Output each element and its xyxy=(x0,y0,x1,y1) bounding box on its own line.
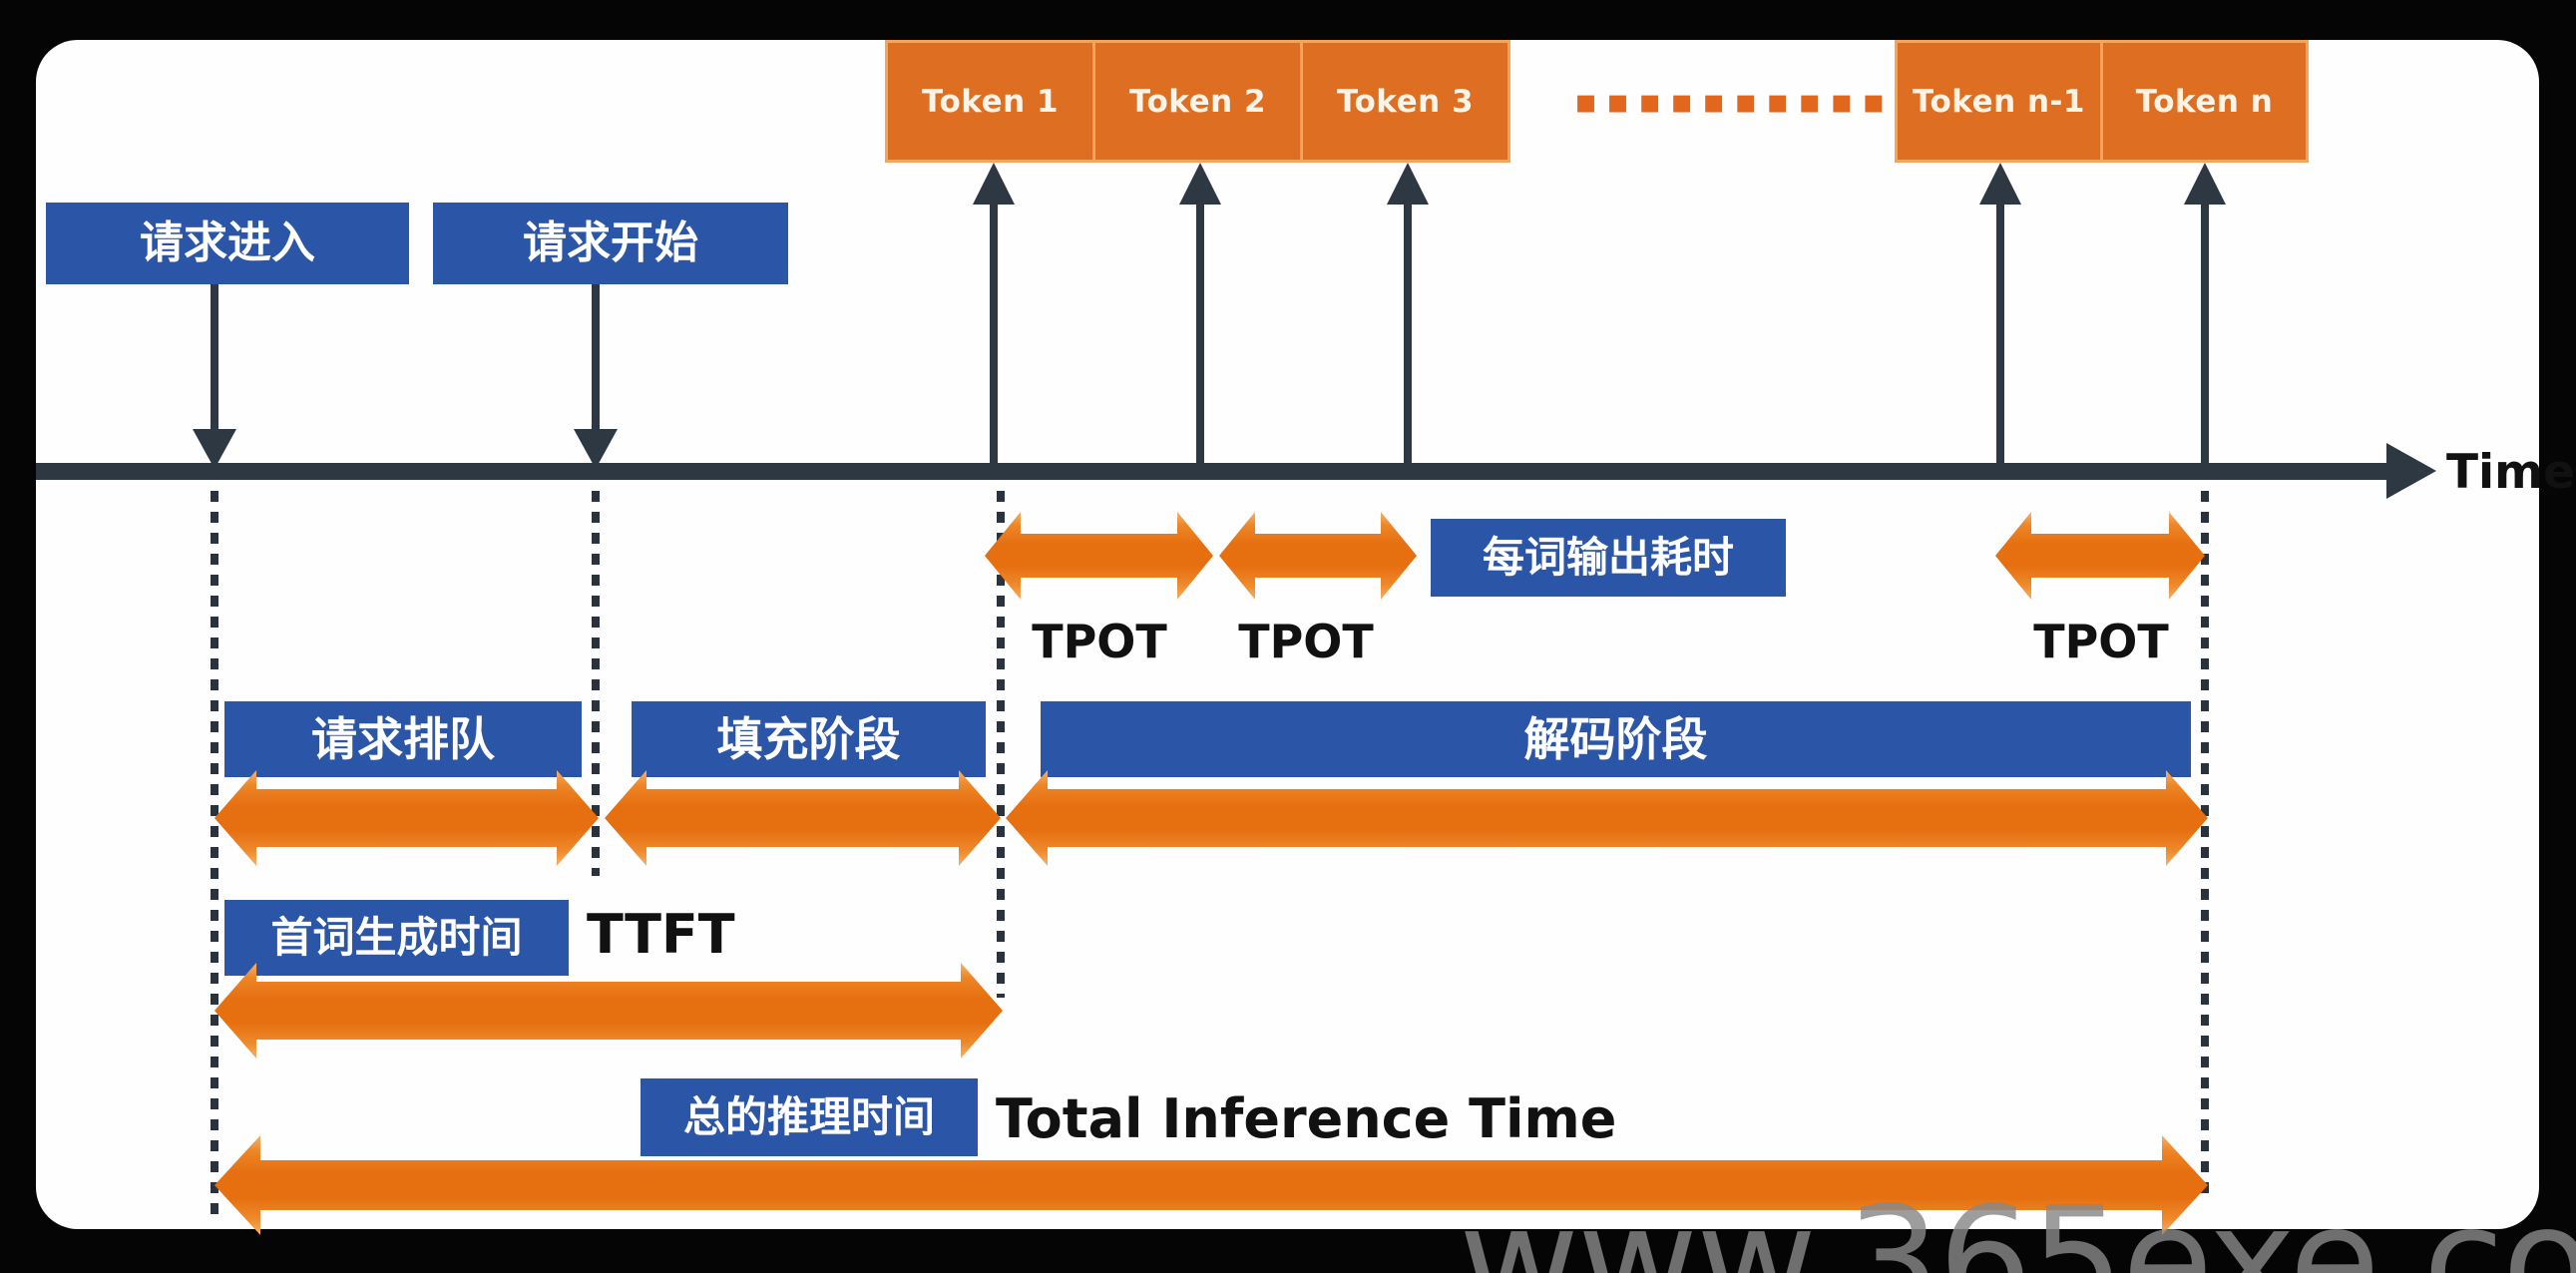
event-arrow-line xyxy=(592,284,600,432)
tpot-label: TPOT xyxy=(1032,615,1167,668)
total-en-label: Total Inference Time xyxy=(996,1087,1617,1150)
timeline-axis xyxy=(36,463,2388,480)
token-box: Token 3 xyxy=(1303,43,1507,160)
guide-dotted-line-last-token xyxy=(2201,491,2209,1199)
guide-dotted-line-first-token xyxy=(997,491,1005,998)
up-arrow-icon xyxy=(2184,163,2226,205)
token-ellipsis-dots: ▪▪▪▪▪▪▪▪▪▪ xyxy=(1574,82,1895,122)
ttft-label-box: 首词生成时间 xyxy=(224,900,569,976)
phase-bar-prefill: 填充阶段 xyxy=(632,701,986,777)
token-arrow-line xyxy=(1404,202,1412,463)
event-box-request-enter: 请求进入 xyxy=(46,203,409,284)
token-group-2: Token n-1 Token n xyxy=(1895,40,2309,163)
phase-bar-queue: 请求排队 xyxy=(224,701,582,777)
up-arrow-icon xyxy=(1387,163,1429,205)
guide-dotted-line-request-enter xyxy=(211,491,218,1219)
down-arrow-icon xyxy=(193,429,236,469)
token-box: Token n xyxy=(2103,43,2306,160)
event-arrow-line xyxy=(211,284,218,432)
watermark-text: www.365exe.com xyxy=(1459,1175,2576,1273)
timeline-arrowhead-icon xyxy=(2386,443,2436,499)
token-box: Token 2 xyxy=(1095,43,1300,160)
ttft-en-label: TTFT xyxy=(587,903,735,966)
tpot-annotation-box: 每词输出耗时 xyxy=(1431,519,1786,597)
token-arrow-line xyxy=(990,202,998,463)
up-arrow-icon xyxy=(973,163,1015,205)
token-arrow-line xyxy=(1996,202,2004,463)
token-arrow-line xyxy=(1196,202,1204,463)
tpot-label: TPOT xyxy=(1238,615,1374,668)
phase-bar-decode: 解码阶段 xyxy=(1041,701,2191,777)
token-arrow-line xyxy=(2201,202,2209,463)
timeline-axis-label: Time xyxy=(2446,445,2576,500)
event-box-request-start: 请求开始 xyxy=(433,203,788,284)
token-group-1: Token 1 Token 2 Token 3 xyxy=(885,40,1510,163)
guide-dotted-line-request-start xyxy=(592,491,600,876)
down-arrow-icon xyxy=(574,429,618,469)
tpot-label: TPOT xyxy=(2033,615,2169,668)
up-arrow-icon xyxy=(1979,163,2021,205)
token-box: Token n-1 xyxy=(1898,43,2100,160)
total-label-box: 总的推理时间 xyxy=(641,1078,978,1156)
up-arrow-icon xyxy=(1179,163,1221,205)
token-box: Token 1 xyxy=(888,43,1092,160)
